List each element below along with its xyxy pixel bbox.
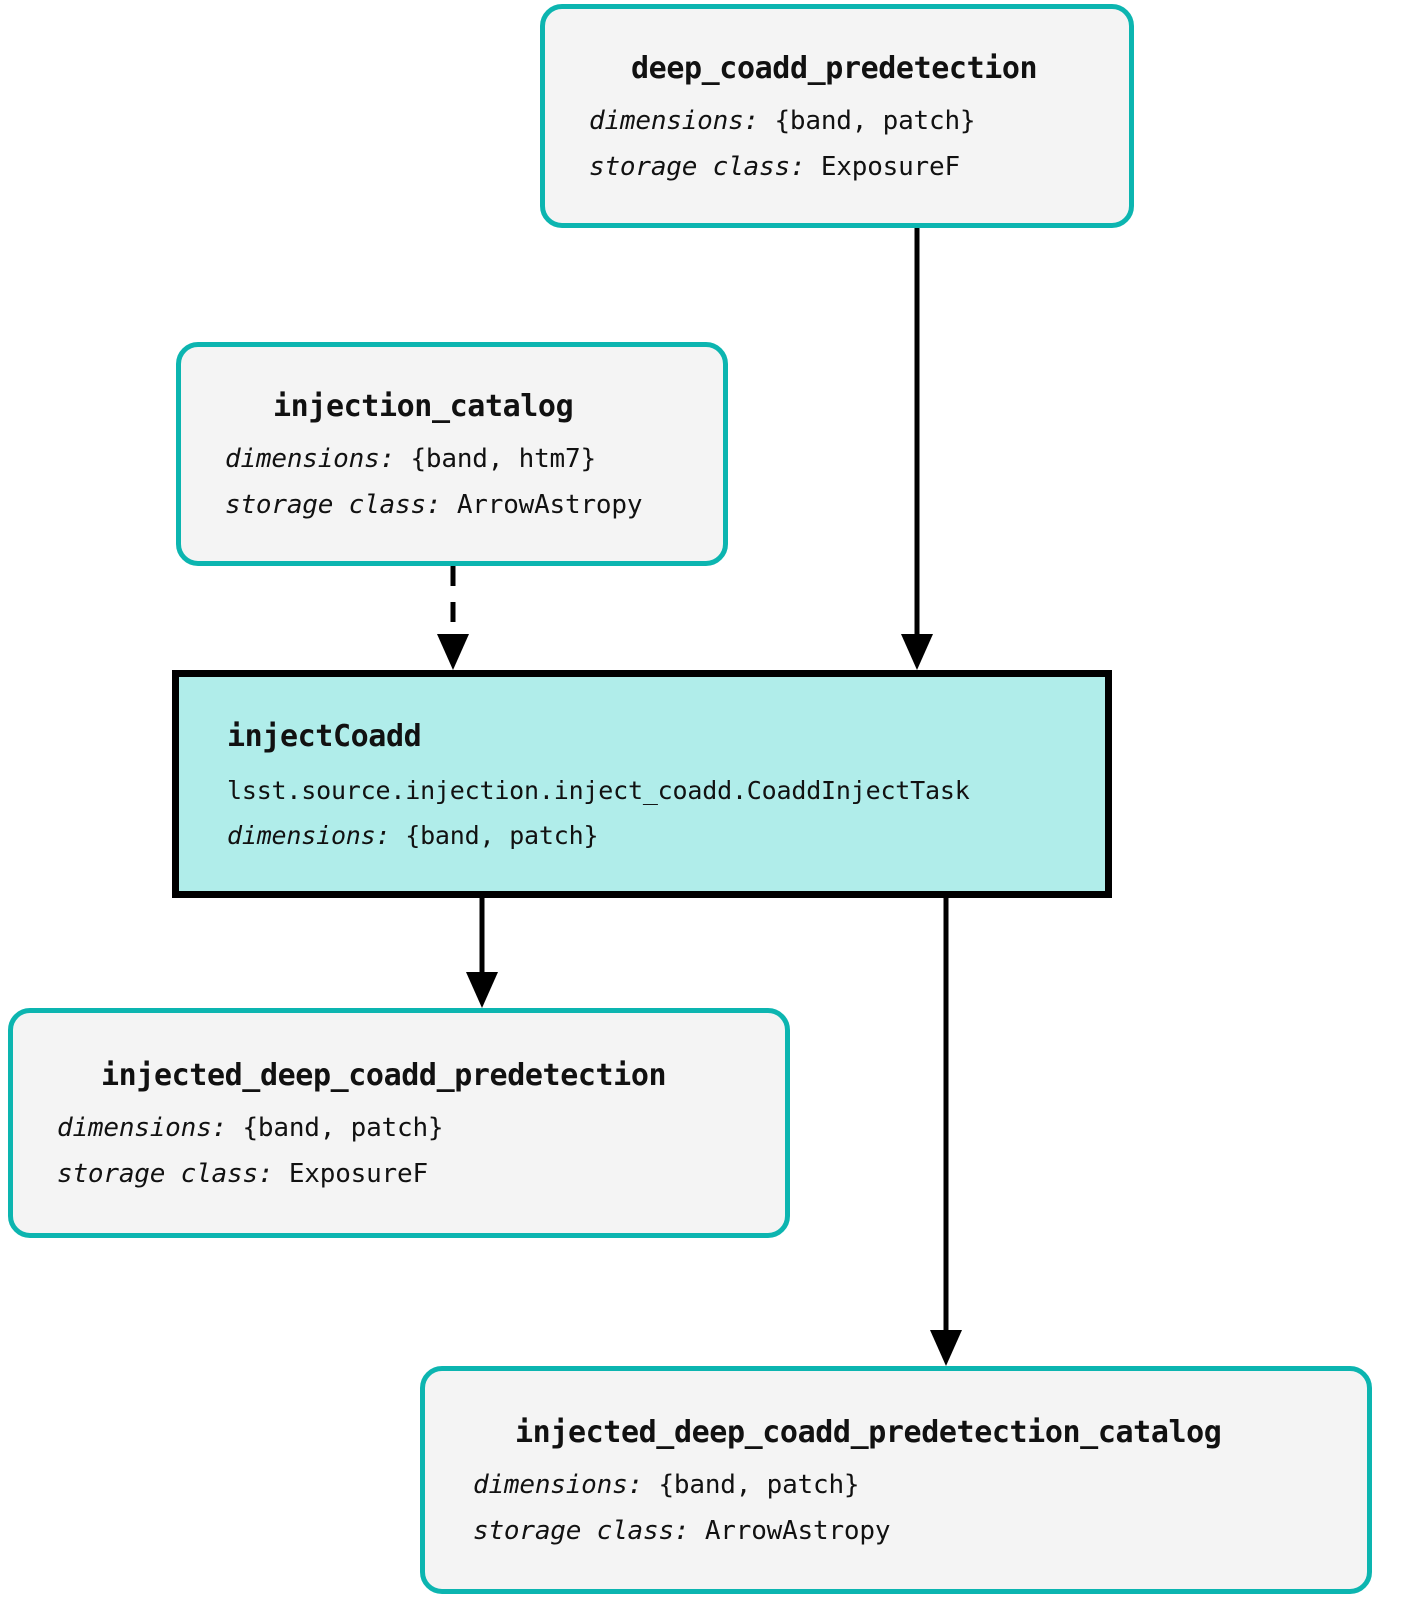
dimensions-value: {band, htm7} — [410, 443, 596, 474]
dataset-node-injection-catalog[interactable]: injection_catalog dimensions: {band, htm… — [176, 342, 728, 566]
node-storage-class-line: storage class: ExposureF — [589, 152, 1129, 182]
node-task-class-line: lsst.source.injection.inject_coadd.Coadd… — [227, 775, 970, 805]
storage-class-value: ArrowAstropy — [704, 1515, 891, 1546]
dimensions-value: {band, patch} — [774, 105, 976, 136]
node-dimensions-line: dimensions: {band, patch} — [227, 821, 1105, 850]
dataset-node-injected-deep-coadd-predetection[interactable]: injected_deep_coadd_predetection dimensi… — [8, 1008, 790, 1238]
task-node-injectcoadd[interactable]: injectCoadd lsst.source.injection.inject… — [172, 670, 1112, 898]
storage-class-label: storage class: — [589, 151, 806, 182]
storage-class-label: storage class: — [57, 1158, 274, 1189]
storage-class-value: ExposureF — [288, 1158, 428, 1189]
node-dimensions-line: dimensions: {band, patch} — [589, 106, 1129, 136]
storage-class-value: ArrowAstropy — [456, 489, 643, 520]
node-dimensions-line: dimensions: {band, htm7} — [225, 444, 723, 474]
node-storage-class-line: storage class: ArrowAstropy — [473, 1516, 1367, 1546]
edge-injectcoadd-to-injected-deep-coadd-predetection — [466, 898, 498, 1008]
storage-class-label: storage class: — [473, 1515, 690, 1546]
dimensions-label: dimensions: — [225, 443, 395, 474]
node-title: injected_deep_coadd_predetection — [101, 1057, 667, 1093]
storage-class-value: ExposureF — [820, 151, 960, 182]
storage-class-label: storage class: — [225, 489, 442, 520]
node-title: injection_catalog — [273, 388, 574, 424]
node-storage-class-line: storage class: ArrowAstropy — [225, 490, 723, 520]
dimensions-label: dimensions: — [227, 820, 391, 850]
dimensions-label: dimensions: — [57, 1112, 227, 1143]
node-title: deep_coadd_predetection — [631, 50, 1038, 86]
dimensions-value: {band, patch} — [658, 1469, 860, 1500]
dataset-node-deep-coadd-predetection[interactable]: deep_coadd_predetection dimensions: {ban… — [540, 4, 1134, 228]
dimensions-value: {band, patch} — [405, 820, 599, 850]
dimensions-label: dimensions: — [589, 105, 759, 136]
node-storage-class-line: storage class: ExposureF — [57, 1159, 785, 1189]
node-dimensions-line: dimensions: {band, patch} — [473, 1470, 1367, 1500]
edge-deep-coadd-predetection-to-injectcoadd — [901, 228, 933, 670]
dimensions-value: {band, patch} — [242, 1112, 444, 1143]
edge-injection-catalog-to-injectcoadd — [437, 566, 469, 670]
node-dimensions-line: dimensions: {band, patch} — [57, 1113, 785, 1143]
node-title: injected_deep_coadd_predetection_catalog — [515, 1414, 1222, 1450]
dataset-node-injected-deep-coadd-predetection-catalog[interactable]: injected_deep_coadd_predetection_catalog… — [420, 1366, 1372, 1594]
edge-injectcoadd-to-injected-deep-coadd-predetection-catalog — [930, 898, 962, 1366]
dimensions-label: dimensions: — [473, 1469, 643, 1500]
node-title: injectCoadd — [227, 718, 422, 754]
